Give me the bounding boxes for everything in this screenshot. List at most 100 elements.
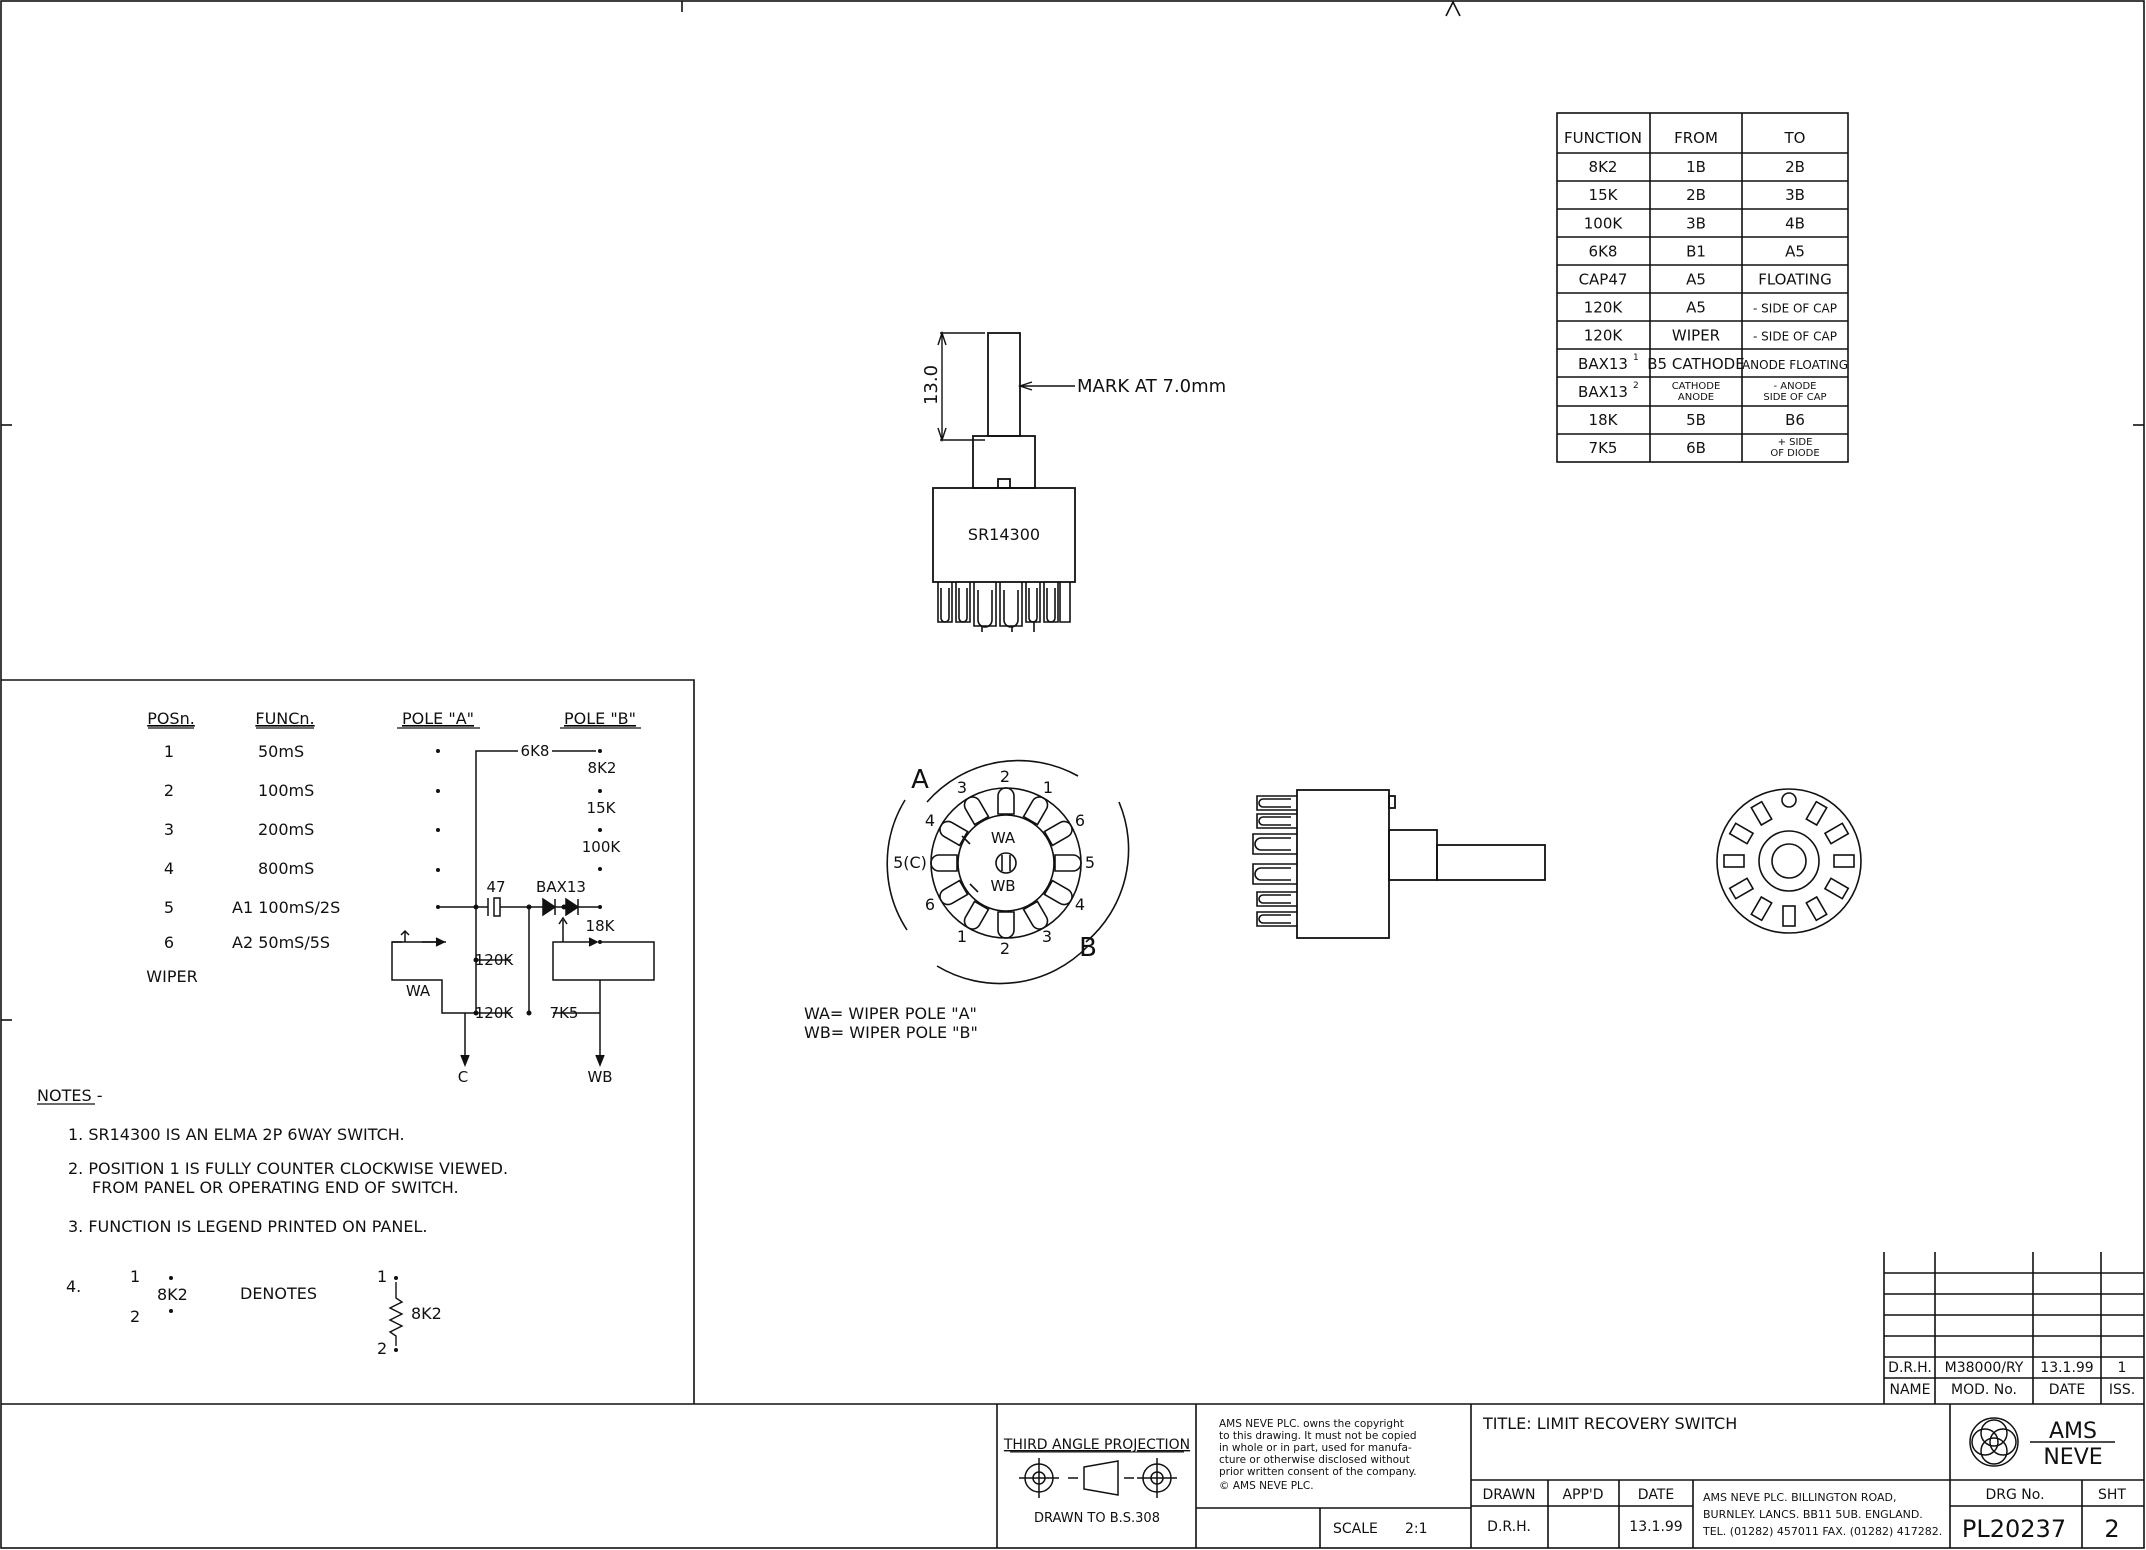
- front-num-left-5c: 5(C): [893, 853, 927, 872]
- rev-header-date: DATE: [2049, 1382, 2085, 1398]
- wafer-contact: [1054, 854, 1082, 872]
- copyright-line-4: cture or otherwise disclosed without: [1219, 1454, 1410, 1466]
- switch-rear-side-view: [1252, 789, 1546, 939]
- table-cell: 5B: [1686, 411, 1706, 429]
- front-num-left-4: 4: [925, 811, 935, 830]
- pole-a-header: POLE "A": [402, 709, 474, 728]
- wafer-contact: [1022, 900, 1049, 930]
- front-num-right-5: 5: [1085, 853, 1095, 872]
- note-4-res-pin-1: 1: [377, 1267, 387, 1286]
- table-cell: 3B: [1785, 186, 1805, 204]
- table-superscript: 1: [1633, 353, 1639, 363]
- pole-b-label: B: [1079, 933, 1097, 963]
- wafer-contact: [1043, 820, 1073, 847]
- table-cell: CAP47: [1579, 270, 1628, 288]
- wiper-b-label: WB: [990, 877, 1015, 895]
- notes-panel-border: [1, 679, 695, 1404]
- shaft: [987, 332, 1021, 437]
- rev-date: 13.1.99: [2040, 1360, 2093, 1376]
- label-c: C: [458, 1068, 468, 1086]
- table-cell: 120K: [1584, 299, 1624, 317]
- table-cell: 6K8: [1589, 242, 1618, 260]
- copyright-line-5: prior written consent of the company.: [1219, 1466, 1417, 1478]
- table-cell: A5: [1785, 242, 1805, 260]
- position-4: 4: [164, 859, 174, 878]
- label-7k5: 7K5: [550, 1004, 579, 1022]
- rear-slot: [1723, 854, 1745, 868]
- table-cell: - ANODE: [1774, 381, 1817, 392]
- ams-neve-logo: AMS NEVE: [1969, 1417, 2115, 1470]
- pole-b-arc-left: [886, 799, 908, 931]
- table-cell: A5: [1686, 270, 1706, 288]
- function-4: 800mS: [258, 859, 314, 878]
- table-cell: SIDE OF CAP: [1763, 392, 1826, 403]
- front-num-bottom-1: 1: [957, 927, 967, 946]
- mark-label: MARK AT 7.0mm: [1077, 376, 1226, 397]
- wafer-contact: [997, 911, 1015, 939]
- table-cell: 8K2: [1589, 158, 1618, 176]
- note-2: 2. POSITION 1 IS FULLY COUNTER CLOCKWISE…: [68, 1159, 508, 1178]
- projection-label: THIRD ANGLE PROJECTION: [1003, 1437, 1190, 1453]
- table-cell: FLOATING: [1758, 270, 1832, 288]
- position-6: 6: [164, 933, 174, 952]
- table-cell: - SIDE OF CAP: [1753, 330, 1837, 344]
- note-4-pin-1: 1: [130, 1267, 140, 1286]
- table-cell: 6B: [1686, 439, 1706, 457]
- rev-name: D.R.H.: [1888, 1360, 1932, 1376]
- front-num-bottom-3: 3: [1042, 927, 1052, 946]
- position-2: 2: [164, 781, 174, 800]
- drawn-label: DRAWN: [1482, 1487, 1535, 1503]
- copyright-line-2: to this drawing. It must not be copied: [1219, 1430, 1417, 1442]
- table-cell: OF DIODE: [1770, 448, 1819, 459]
- rear-slot: [1782, 905, 1796, 927]
- pole-b-header: POLE "B": [564, 709, 636, 728]
- logo-neve: NEVE: [2043, 1445, 2102, 1470]
- table-cell: 7K5: [1589, 439, 1618, 457]
- drawn-date: 13.1.99: [1629, 1519, 1682, 1535]
- rear-slot: [1728, 822, 1755, 845]
- rev-header-iss: ISS.: [2109, 1382, 2135, 1398]
- legend-wa: WA= WIPER POLE "A": [804, 1004, 977, 1023]
- title-block: THIRD ANGLE PROJECTION DRAWN TO B.S.308 …: [996, 1404, 2144, 1548]
- drawn-by: D.R.H.: [1487, 1519, 1531, 1535]
- notes-heading: NOTES -: [37, 1086, 102, 1105]
- note-4-res-value: 8K2: [411, 1304, 442, 1323]
- front-num-top-3: 3: [957, 778, 967, 797]
- note-4-denotes: DENOTES: [240, 1284, 317, 1303]
- table-cell: BAX13: [1578, 355, 1628, 373]
- label-18k: 18K: [586, 917, 616, 935]
- wafer-contact: [963, 900, 990, 930]
- label-120k-b: 120K: [475, 1004, 515, 1022]
- label-wa: WA: [406, 982, 431, 1000]
- function-2: 100mS: [258, 781, 314, 800]
- label-120k-a: 120K: [475, 951, 515, 969]
- label-47: 47: [486, 878, 505, 896]
- bushing: [972, 435, 1036, 489]
- front-num-bottom-2: 2: [1000, 939, 1010, 958]
- address-line-3: TEL. (01282) 457011 FAX. (01282) 417282.: [1702, 1525, 1942, 1538]
- label-wb: WB: [587, 1068, 612, 1086]
- table-cell: CATHODE: [1672, 381, 1721, 392]
- front-num-left-6: 6: [925, 895, 935, 914]
- table-cell: + SIDE: [1778, 437, 1813, 448]
- rear-slot: [1728, 877, 1755, 900]
- circuit-schematic: 6K8 8K2 15K 100K 47 BAX13 18K 120K 120K …: [391, 742, 655, 1086]
- wafer-contacts: [930, 787, 1082, 939]
- rear-slot: [1823, 877, 1850, 900]
- front-num-right-4: 4: [1075, 895, 1085, 914]
- pole-a-label: A: [911, 765, 929, 795]
- drawn-to-standard: DRAWN TO B.S.308: [1034, 1511, 1160, 1526]
- position-1: 1: [164, 742, 174, 761]
- label-bax13: BAX13: [536, 878, 586, 896]
- note-4-pin-2: 2: [130, 1307, 140, 1326]
- wafer-contact: [1022, 796, 1049, 826]
- rear-slot: [1823, 822, 1850, 845]
- pole-a-arc-right: [1085, 801, 1130, 943]
- position-5: 5: [164, 898, 174, 917]
- table-cell: 18K: [1589, 411, 1619, 429]
- note-4-value: 8K2: [157, 1285, 188, 1304]
- address-line-2: BURNLEY. LANCS. BB11 5UB. ENGLAND.: [1703, 1508, 1923, 1521]
- label-6k8: 6K8: [521, 742, 550, 760]
- date-label: DATE: [1638, 1487, 1674, 1503]
